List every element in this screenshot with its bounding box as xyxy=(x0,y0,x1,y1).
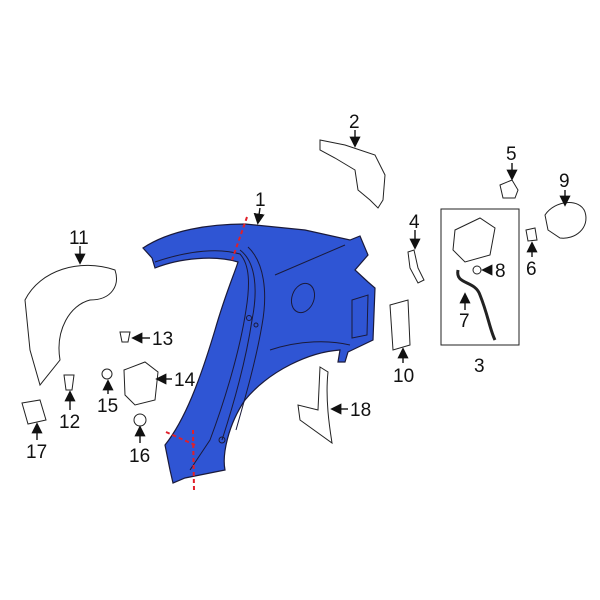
part-18-trim xyxy=(297,366,333,445)
part-3-fuel-door-housing xyxy=(452,217,496,263)
part-6-clip xyxy=(525,227,538,242)
callout-15: 15 xyxy=(97,396,118,417)
callout-11: 11 xyxy=(69,228,89,249)
callout-13: 13 xyxy=(152,329,173,350)
callout-14: 14 xyxy=(174,370,196,391)
callout-1: 1 xyxy=(255,190,266,211)
callout-3: 3 xyxy=(474,356,485,377)
part-7-hose xyxy=(456,269,497,341)
callout-10: 10 xyxy=(393,366,414,387)
quarter-panel[interactable] xyxy=(142,223,376,484)
part-15-clip xyxy=(101,368,113,380)
part-12-clip xyxy=(63,374,75,391)
part-4-strip xyxy=(407,249,425,284)
callout-12: 12 xyxy=(59,412,80,433)
callout-2: 2 xyxy=(349,112,360,133)
callout-17: 17 xyxy=(26,442,47,463)
part-10-module xyxy=(389,299,411,351)
part-5-clip xyxy=(499,179,519,199)
part-13-screw xyxy=(119,331,131,343)
callout-18: 18 xyxy=(350,400,371,421)
part-2-bracket xyxy=(319,139,386,209)
callout-7: 7 xyxy=(459,311,470,332)
cut-line-bottom xyxy=(165,429,196,491)
part-8-seal xyxy=(472,265,482,275)
callout-8: 8 xyxy=(495,261,506,282)
callout-4: 4 xyxy=(409,212,420,233)
part-11-fender-liner xyxy=(24,264,117,387)
part-9-fuel-door xyxy=(544,202,587,239)
callout-9: 9 xyxy=(559,171,570,192)
part-17-plug xyxy=(21,399,47,425)
callout-16: 16 xyxy=(129,446,150,467)
callout-arrows xyxy=(31,130,571,443)
callout-5: 5 xyxy=(506,144,517,165)
cut-line-top xyxy=(231,216,248,261)
part-14-bracket xyxy=(123,361,159,406)
part-16-clip xyxy=(133,413,147,427)
callout-6: 6 xyxy=(526,259,537,280)
part-3-group-box xyxy=(440,208,520,346)
